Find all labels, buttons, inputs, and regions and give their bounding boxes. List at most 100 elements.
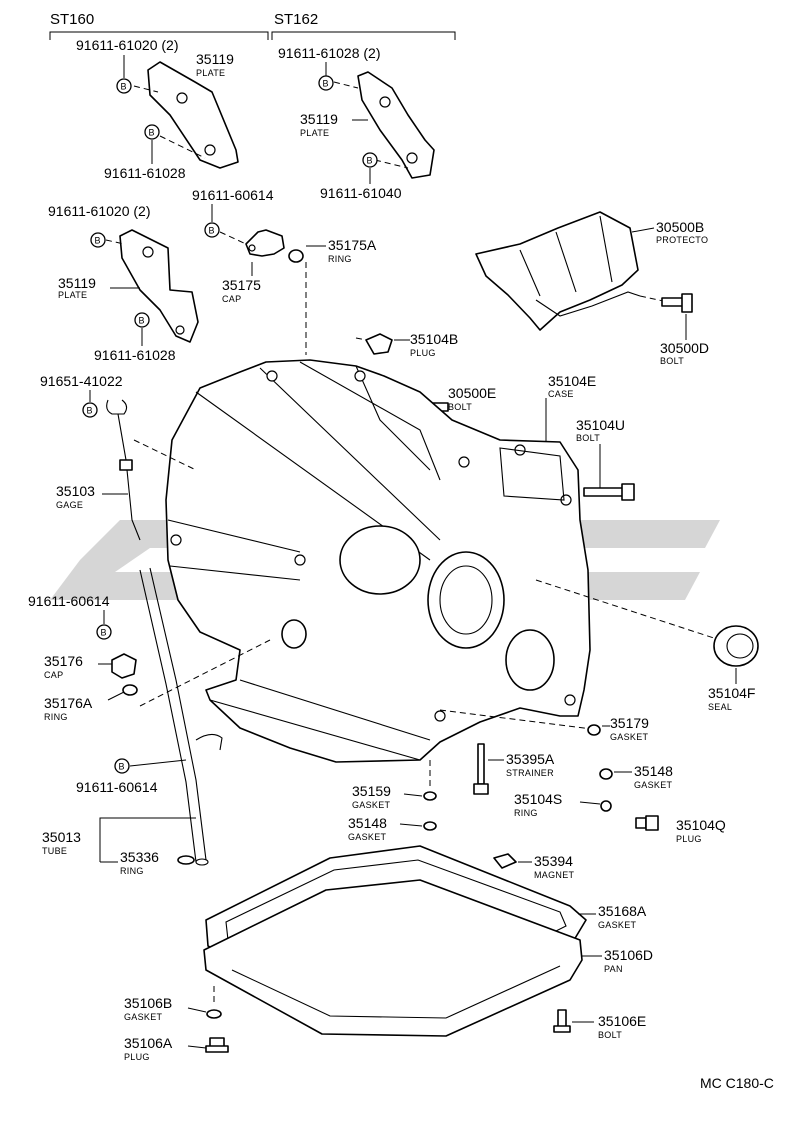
group-label-st162: ST162	[274, 11, 318, 28]
label-91611-60614-b: 91611-60614	[28, 593, 110, 609]
label-30500e: 30500E	[448, 385, 496, 401]
name-cap-35176: CAP	[44, 670, 63, 680]
label-35106b: 35106B	[124, 995, 172, 1011]
label-35013: 35013	[42, 829, 81, 845]
label-35104b: 35104B	[410, 331, 458, 347]
name-plate-st160: PLATE	[196, 68, 225, 78]
label-35103: 35103	[56, 483, 95, 499]
bolt-marker-91611-61020-b: B	[90, 232, 106, 248]
name-ring-35336: RING	[120, 866, 144, 876]
group-label-st160: ST160	[50, 11, 94, 28]
ring-35336-drawing	[177, 855, 195, 865]
group-header-st162: ST162	[271, 11, 456, 40]
gasket-35106b-drawing	[206, 1009, 222, 1019]
label-35148-b: 35148	[348, 815, 387, 831]
name-plate-st162: PLATE	[300, 128, 329, 138]
label-35106a: 35106A	[124, 1035, 173, 1051]
name-gasket-35148-b: GASKET	[348, 832, 387, 842]
label-35336: 35336	[120, 849, 159, 865]
gasket-35148-b-drawing	[423, 821, 437, 831]
bolt-marker-91611-61020-st160: B	[116, 78, 132, 94]
ring-35176a-drawing	[122, 684, 138, 696]
name-gage-35103: GAGE	[56, 500, 83, 510]
plate-35119-st160-drawing	[133, 61, 239, 169]
name-case-35104e: CASE	[548, 389, 574, 399]
label-35148-a: 35148	[634, 763, 673, 779]
label-91611-60614-a: 91611-60614	[192, 187, 274, 203]
name-gasket-35148-a: GASKET	[634, 780, 673, 790]
label-35119-st162: 35119	[300, 111, 338, 127]
bolt-marker-letter: B	[209, 226, 215, 236]
protector-30500b-drawing	[475, 211, 669, 331]
bolt-marker-letter: B	[119, 762, 125, 772]
name-gasket-35179: GASKET	[610, 732, 649, 742]
name-bolt-35106e: BOLT	[598, 1030, 622, 1040]
name-cap-35175: CAP	[222, 294, 241, 304]
bolt-marker-91611-60614-b: B	[96, 624, 112, 640]
name-strainer-35395a: STRAINER	[506, 768, 554, 778]
bolt-marker-letter: B	[367, 156, 373, 166]
cap-35175-drawing	[219, 229, 285, 257]
label-35104q: 35104Q	[676, 817, 726, 833]
group-header-st160: ST160	[49, 11, 269, 40]
name-protector-30500b: PROTECTO	[656, 235, 708, 245]
bolt-marker-letter: B	[95, 236, 101, 246]
plate-35119-st162-drawing	[333, 71, 435, 179]
name-bolt-30500d: BOLT	[660, 356, 684, 366]
name-gasket-35168a: GASKET	[598, 920, 637, 930]
name-ring-35176a: RING	[44, 712, 68, 722]
label-91611-61040: 91611-61040	[320, 185, 402, 201]
name-pan-35106d: PAN	[604, 964, 623, 974]
bolt-marker-91611-61028-c: B	[134, 312, 150, 328]
label-35119-c: 35119	[58, 275, 96, 291]
label-35159: 35159	[352, 783, 391, 799]
name-ring-35104s: RING	[514, 808, 538, 818]
label-35168a: 35168A	[598, 903, 647, 919]
tube-35013-drawing	[139, 567, 223, 866]
label-35394: 35394	[534, 853, 573, 869]
gasket-35179-drawing	[587, 724, 601, 736]
name-gasket-35159: GASKET	[352, 800, 391, 810]
magnet-35394-drawing	[493, 853, 517, 869]
label-35176a: 35176A	[44, 695, 93, 711]
label-91611-61020-b: 91611-61020 (2)	[48, 203, 150, 219]
plug-35104b-drawing	[355, 333, 393, 355]
label-30500d: 30500D	[660, 340, 709, 356]
label-35395a: 35395A	[506, 751, 555, 767]
name-ring-35175a: RING	[328, 254, 352, 264]
name-seal-35104f: SEAL	[708, 702, 732, 712]
seal-35104f-drawing	[713, 625, 759, 667]
label-35175: 35175	[222, 277, 261, 293]
name-bolt-35104u: BOLT	[576, 433, 600, 443]
plug-35106a-drawing	[205, 1037, 229, 1053]
bolt-30500d-drawing	[661, 293, 693, 313]
bolt-marker-letter: B	[87, 406, 93, 416]
gasket-35159-drawing	[423, 791, 437, 801]
label-35179: 35179	[610, 715, 649, 731]
label-35104e: 35104E	[548, 373, 596, 389]
bolt-marker-91611-60614-c: B	[114, 758, 130, 774]
plate-35119-c-drawing	[105, 229, 199, 343]
label-30500b: 30500B	[656, 219, 704, 235]
bolt-marker-letter: B	[139, 316, 145, 326]
label-91651-41022: 91651-41022	[40, 373, 123, 389]
bolt-marker-letter: B	[323, 79, 329, 89]
bolt-marker-91611-61028-st160: B	[144, 124, 160, 140]
gasket-35148-a-drawing	[599, 768, 613, 780]
name-bolt-30500e: BOLT	[448, 402, 472, 412]
label-35104s: 35104S	[514, 791, 562, 807]
ring-35104s-drawing	[600, 800, 612, 812]
label-91611-61028-st160: 91611-61028	[104, 165, 186, 181]
label-35104u: 35104U	[576, 417, 625, 433]
bolt-marker-letter: B	[149, 128, 155, 138]
bolt-marker-letter: B	[101, 628, 107, 638]
bolt-35104u-drawing	[583, 483, 635, 501]
label-35176: 35176	[44, 653, 83, 669]
name-plate-c: PLATE	[58, 290, 87, 300]
bolt-marker-91611-61028-st162: B	[318, 75, 334, 91]
gage-35103-drawing	[106, 399, 141, 541]
bolt-marker-letter: B	[121, 82, 127, 92]
name-plug-35104q: PLUG	[676, 834, 702, 844]
name-magnet-35394: MAGNET	[534, 870, 575, 880]
